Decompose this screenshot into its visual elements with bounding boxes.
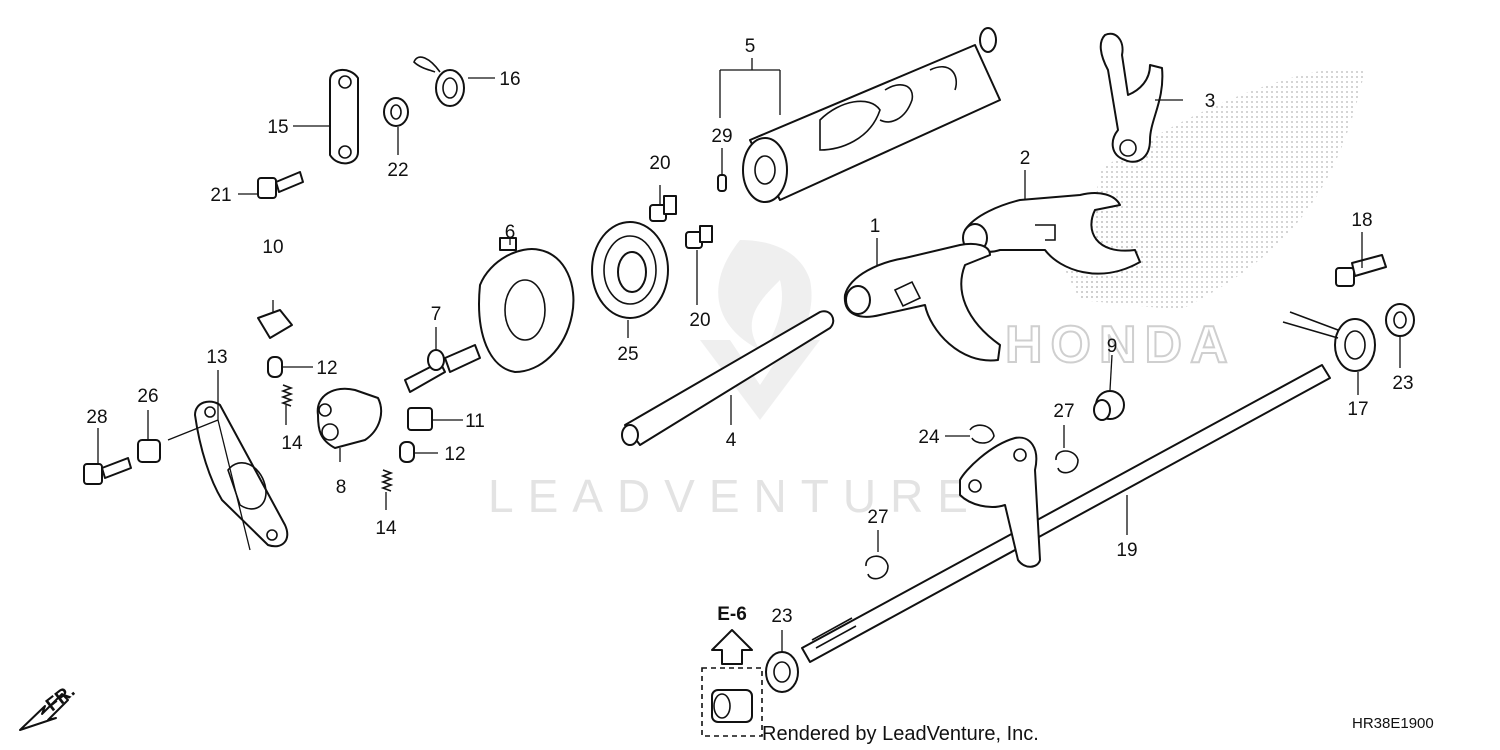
callout-17: 17 <box>1347 399 1368 420</box>
spring-16 <box>413 56 465 107</box>
callout-21: 21 <box>210 185 231 206</box>
callout-18: 18 <box>1351 210 1372 231</box>
shift-fork-3 <box>1099 32 1164 163</box>
drum-center <box>478 237 575 373</box>
callout-24: 24 <box>918 427 940 448</box>
fork-shaft <box>621 310 835 446</box>
cap-12-upper <box>267 356 283 378</box>
return-spring-17 <box>1282 311 1376 372</box>
collar-11 <box>407 407 433 431</box>
bolt-20-lower <box>685 225 713 249</box>
collar-26 <box>137 439 161 463</box>
shift-fork-1 <box>843 242 1001 362</box>
clip-27-upper <box>1055 450 1079 474</box>
bolt-21 <box>257 171 304 199</box>
spring-14-upper <box>280 384 294 407</box>
callout-14-lower: 14 <box>375 518 397 539</box>
clip-27-lower <box>865 555 889 580</box>
honda-wordmark: HONDA <box>1005 316 1236 374</box>
callout-15: 15 <box>267 117 288 138</box>
washer-23-right <box>1385 303 1415 337</box>
callout-23-right: 23 <box>1392 373 1413 394</box>
callout-13: 13 <box>206 347 227 368</box>
bearing <box>591 221 669 319</box>
callout-19: 19 <box>1116 540 1137 561</box>
clip-24 <box>969 424 995 444</box>
callout-22: 22 <box>387 160 408 181</box>
callout-20-lower: 20 <box>689 310 710 331</box>
callout-25: 25 <box>617 344 638 365</box>
callout-12-upper: 12 <box>316 358 337 379</box>
callout-3: 3 <box>1205 91 1216 112</box>
callout-5: 5 <box>745 36 756 57</box>
dowel-pin <box>717 174 727 192</box>
callout-27-upper: 27 <box>1053 401 1074 422</box>
cap-12-lower <box>399 441 415 463</box>
callout-26: 26 <box>137 386 158 407</box>
leader-lines <box>97 58 1401 652</box>
callout-10: 10 <box>262 237 283 258</box>
callout-28: 28 <box>86 407 107 428</box>
callout-14-upper: 14 <box>281 433 303 454</box>
callout-12-lower: 12 <box>444 444 465 465</box>
collar-9 <box>1093 390 1125 421</box>
bolt-20-upper <box>649 195 677 222</box>
gearshift-spindle <box>801 364 1331 663</box>
stopper-bolt <box>404 344 481 393</box>
washer-22 <box>383 97 409 127</box>
washer-23-left <box>765 651 799 693</box>
callout-2: 2 <box>1020 148 1031 169</box>
callout-6: 6 <box>505 222 516 243</box>
diagram-code: HR38E1900 <box>1352 715 1434 732</box>
stopper-10 <box>257 309 293 339</box>
callout-23-left: 23 <box>771 606 792 627</box>
callout-9: 9 <box>1107 336 1118 357</box>
bolt-28 <box>83 457 132 485</box>
callout-16: 16 <box>499 69 520 90</box>
spring-14-lower <box>380 469 394 492</box>
watermark-text: LEADVENTURE <box>488 470 982 522</box>
credit-text: Rendered by LeadVenture, Inc. <box>762 723 1039 745</box>
callout-labels: 1 2 3 4 5 6 7 8 9 10 11 12 12 13 14 14 1… <box>86 36 1413 627</box>
callout-20-upper: 20 <box>649 153 670 174</box>
callout-11: 11 <box>465 411 485 432</box>
reference-label: E-6 <box>717 604 747 625</box>
drum-cam <box>316 387 383 449</box>
callout-4: 4 <box>726 430 737 451</box>
callout-8: 8 <box>336 477 347 498</box>
pin-bolt-18 <box>1335 254 1387 287</box>
callout-27-lower: 27 <box>867 507 888 528</box>
callout-29: 29 <box>711 126 732 147</box>
callout-1: 1 <box>870 216 881 237</box>
stopper-arm <box>329 69 359 165</box>
reference-e6 <box>701 629 763 737</box>
shift-drum <box>742 27 1001 203</box>
guide-plate <box>194 400 289 548</box>
callout-7: 7 <box>431 304 442 325</box>
front-direction-arrow <box>19 693 69 731</box>
